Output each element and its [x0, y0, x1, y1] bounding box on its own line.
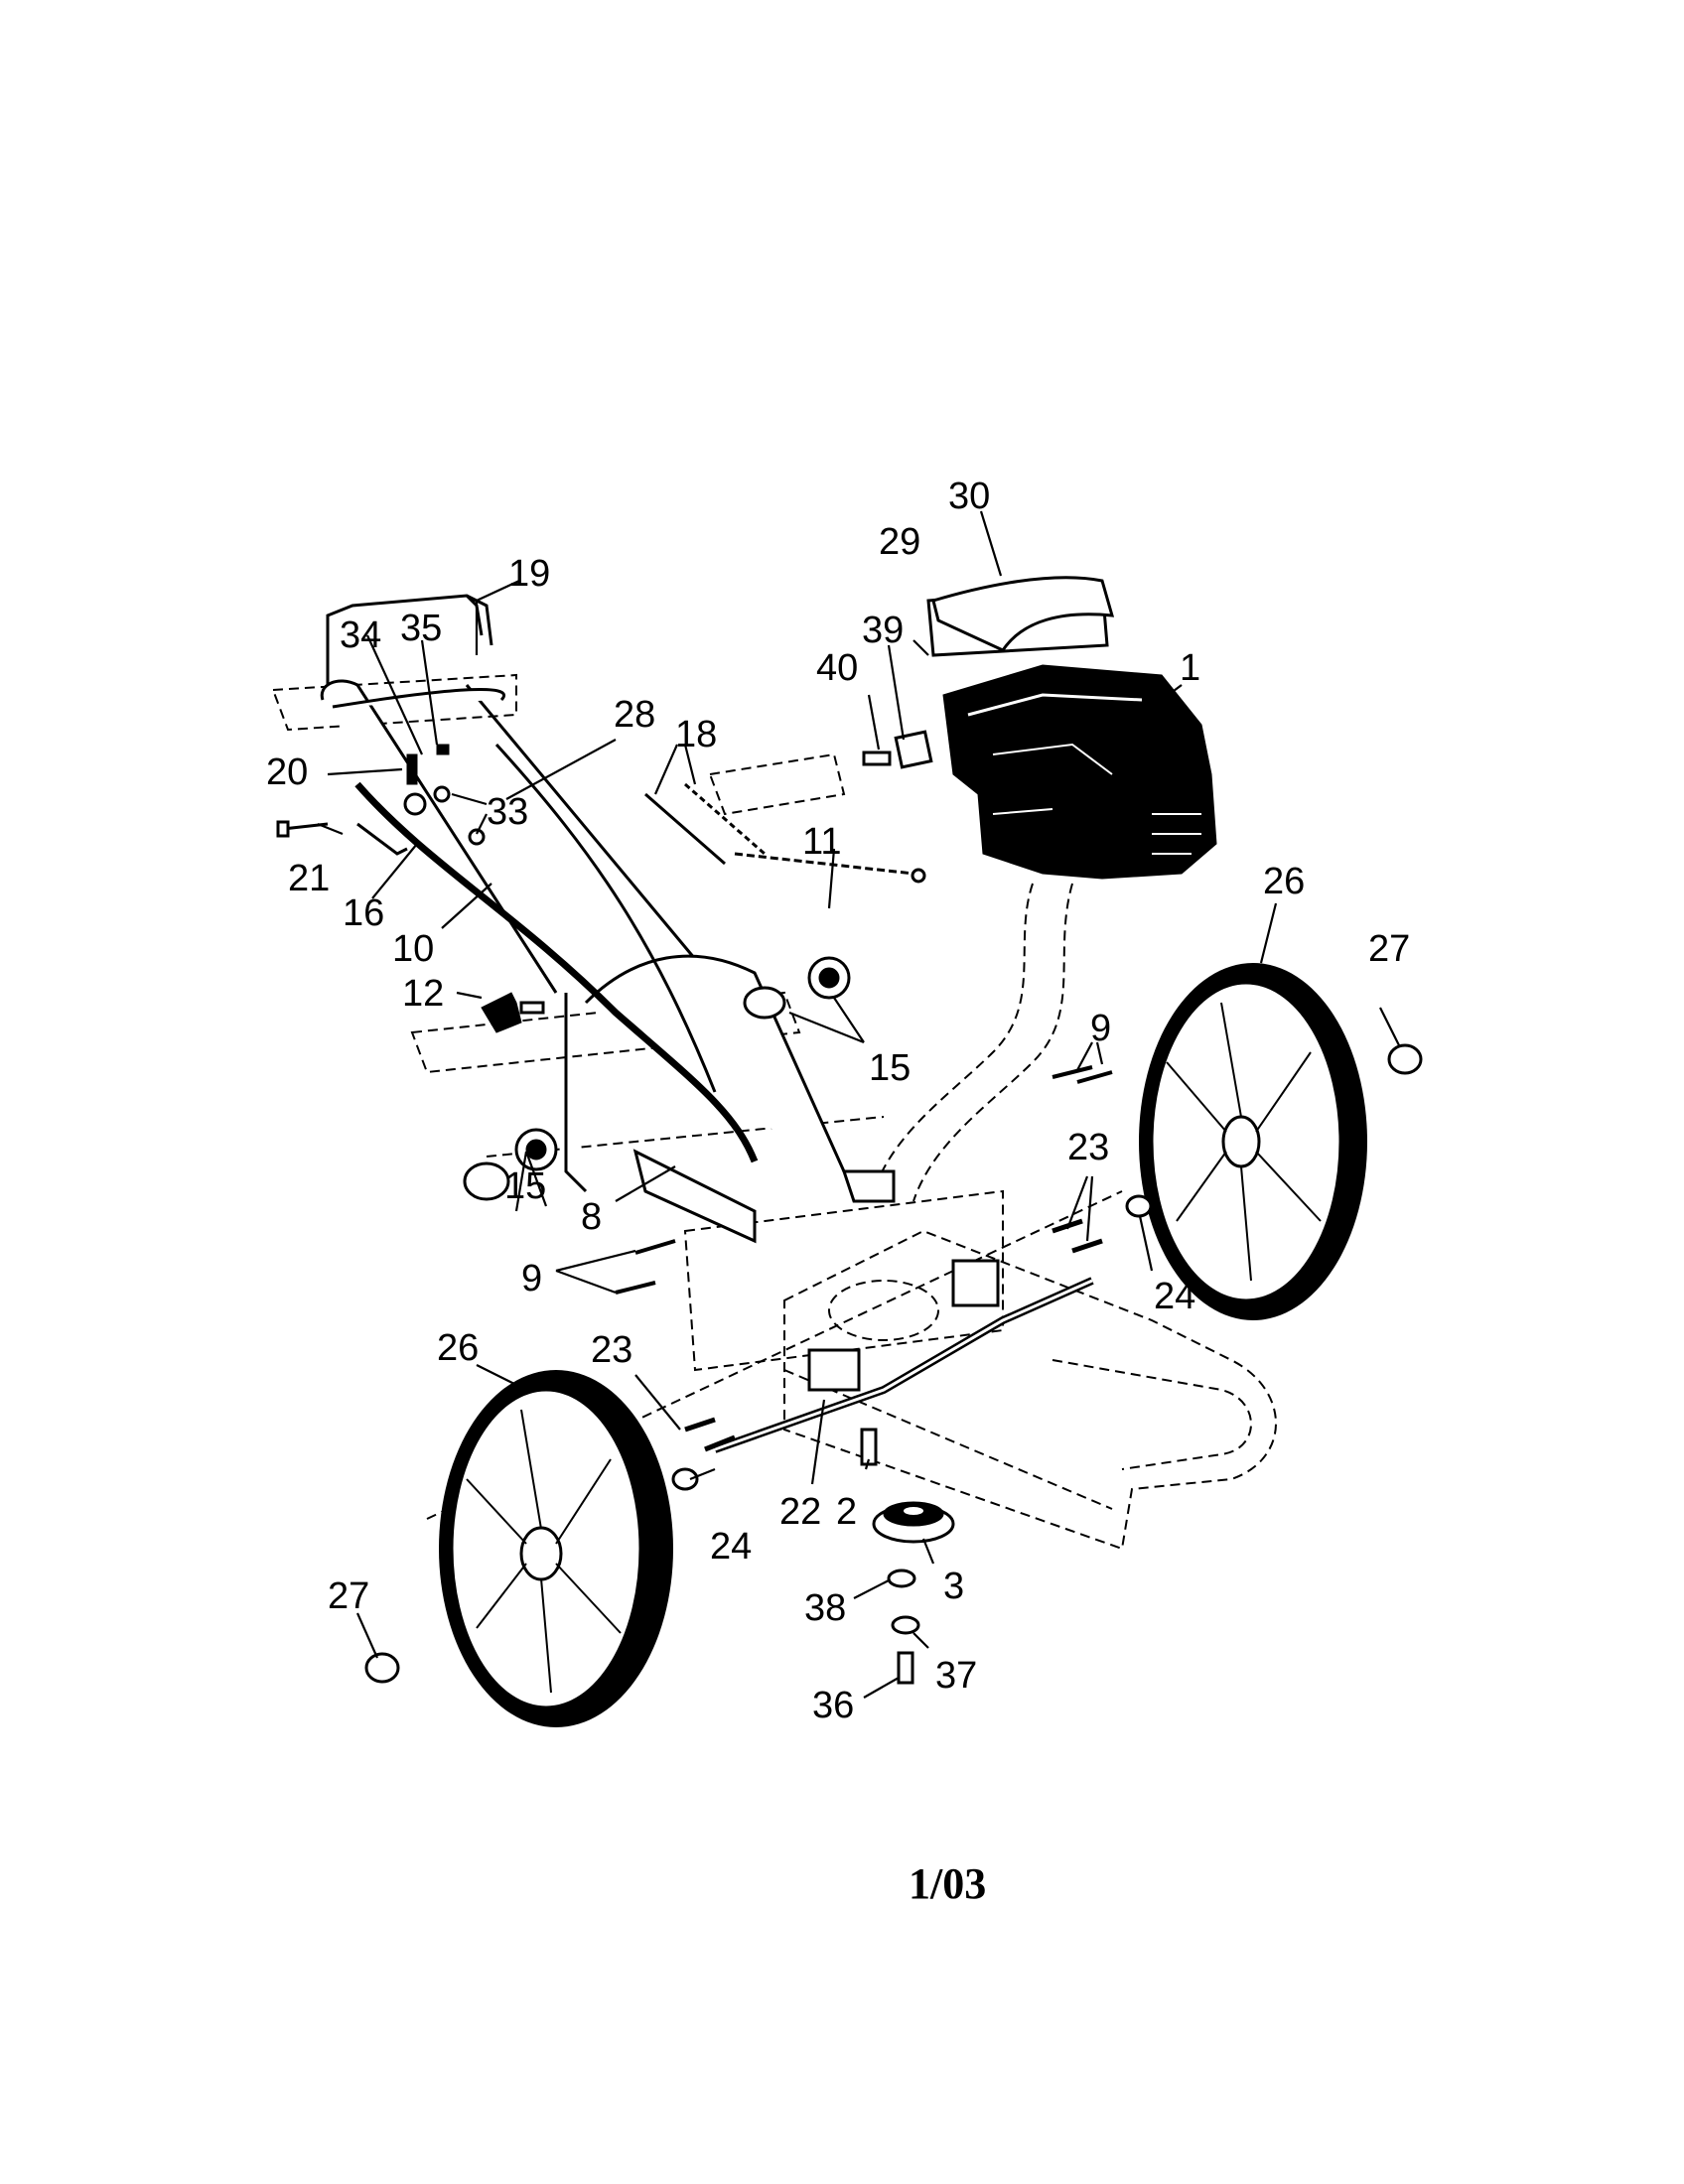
lower-handle — [564, 954, 896, 1244]
deck-housing — [783, 1229, 1277, 1551]
rod-18 — [644, 782, 766, 866]
callout-35: 35 — [400, 608, 442, 649]
callout-24-right: 24 — [1154, 1276, 1195, 1317]
callout-23-right: 23 — [1067, 1127, 1109, 1168]
callout-28: 28 — [614, 694, 655, 736]
callout-27-left: 27 — [328, 1575, 369, 1617]
callout-12: 12 — [402, 973, 444, 1015]
callout-33: 33 — [487, 791, 528, 833]
callout-9-left: 9 — [521, 1258, 542, 1299]
callout-18: 18 — [675, 714, 717, 755]
wheel-right — [1139, 963, 1367, 1320]
knob-12 — [481, 992, 545, 1033]
upper-handle — [320, 594, 717, 994]
axle-22 — [684, 1218, 1103, 1453]
callout-38: 38 — [804, 1587, 846, 1629]
leader-lines — [317, 510, 1401, 1699]
callout-20: 20 — [266, 751, 308, 793]
callout-27-right: 27 — [1368, 928, 1410, 970]
bolts-9 — [615, 1065, 1113, 1295]
control-cable — [354, 743, 759, 1163]
callout-36: 36 — [812, 1685, 854, 1726]
callout-26-left: 26 — [437, 1327, 479, 1369]
callout-21: 21 — [288, 858, 330, 899]
callout-15-left: 15 — [504, 1165, 546, 1207]
callout-1: 1 — [1180, 647, 1200, 689]
callout-2: 2 — [836, 1491, 857, 1533]
wheel-hardware — [364, 1043, 1423, 1684]
callout-34: 34 — [340, 614, 381, 656]
callout-40: 40 — [816, 647, 858, 689]
callout-39: 39 — [862, 610, 904, 651]
callout-24-left: 24 — [710, 1526, 752, 1568]
wheel-left — [439, 1370, 673, 1727]
rod-11 — [734, 852, 926, 884]
callout-10: 10 — [392, 928, 434, 970]
callout-3: 3 — [943, 1566, 964, 1607]
pulley-assembly — [860, 1428, 955, 1685]
callouts: 30 29 39 40 1 19 34 35 28 18 20 33 11 21… — [266, 476, 1410, 1726]
callout-11: 11 — [802, 821, 841, 863]
callout-23-left: 23 — [591, 1329, 632, 1371]
callout-9-right: 9 — [1090, 1008, 1111, 1049]
engine — [926, 576, 1217, 880]
callout-8: 8 — [581, 1196, 602, 1238]
callout-22: 22 — [779, 1491, 821, 1533]
bracket-39 — [862, 730, 933, 769]
callout-30: 30 — [948, 476, 990, 517]
callout-16: 16 — [343, 892, 384, 934]
callout-26-right: 26 — [1263, 861, 1305, 902]
date-code: 1/03 — [909, 1859, 986, 1908]
callout-19: 19 — [508, 553, 550, 595]
knob-assembly-15 — [463, 956, 851, 1201]
callout-37: 37 — [935, 1655, 977, 1697]
callout-29: 29 — [879, 521, 920, 563]
handle-hardware — [276, 744, 486, 856]
callout-15-right: 15 — [869, 1047, 911, 1089]
